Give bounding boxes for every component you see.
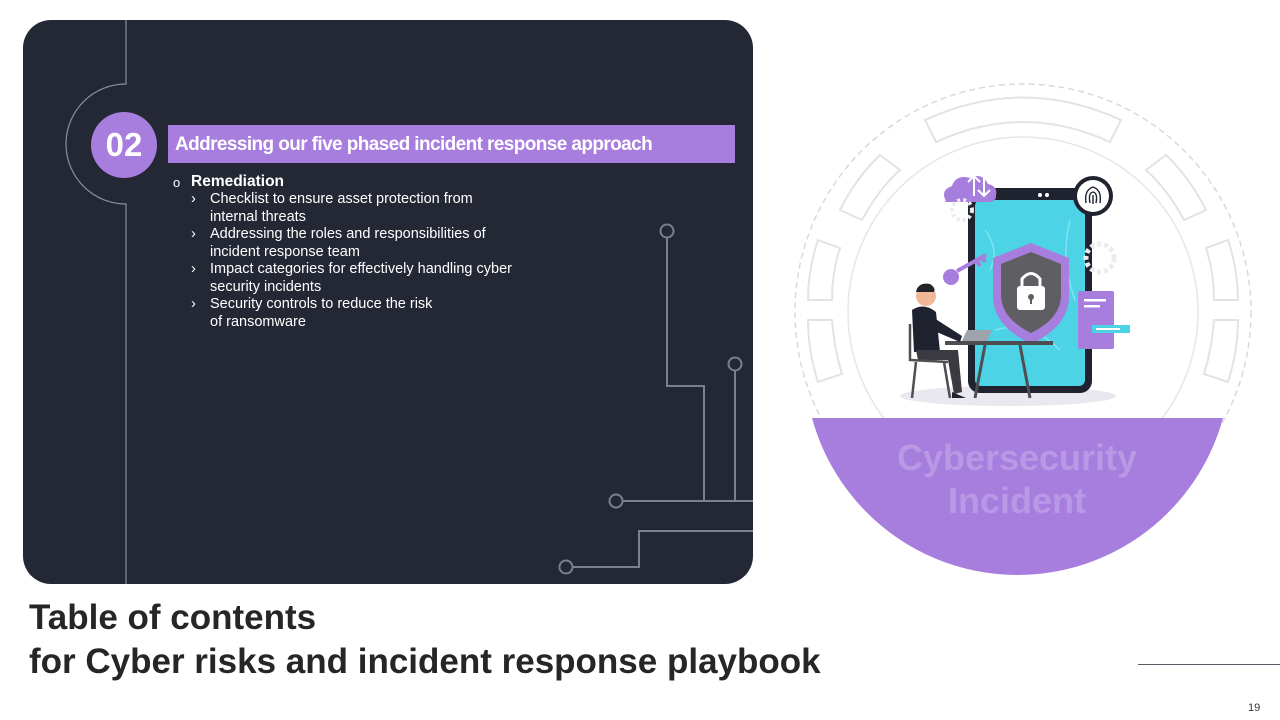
list-item: › Checklist to ensure asset protection f… — [191, 191, 520, 226]
chevron-right-icon: › — [191, 296, 196, 312]
list-item-text: Checklist to ensure asset protection fro… — [210, 191, 473, 225]
topic-heading-row: o Remediation — [173, 173, 520, 191]
page-number: 19 — [1248, 702, 1261, 714]
section-title-bar — [168, 125, 735, 163]
chevron-right-icon: › — [191, 261, 196, 277]
page-title-line-2: for Cyber risks and incident response pl… — [29, 642, 821, 681]
content-panel: Addressing our five phased incident resp… — [23, 20, 753, 584]
ring-segments-icon — [806, 96, 1240, 384]
circle-bullet-icon: o — [173, 174, 181, 190]
topic-list: › Checklist to ensure asset protection f… — [173, 191, 520, 331]
list-item-text: Addressing the roles and responsibilitie… — [210, 226, 486, 260]
circuit-decoration — [65, 20, 753, 584]
footer-divider — [1138, 664, 1280, 665]
page-title-line-1: Table of contents — [29, 598, 317, 637]
topic-heading: Remediation — [191, 173, 285, 190]
list-item: › Addressing the roles and responsibilit… — [191, 226, 520, 261]
chevron-right-icon: › — [191, 226, 196, 242]
list-item: › Security controls to reduce the risk o… — [191, 296, 520, 331]
list-item-text: Impact categories for effectively handli… — [210, 261, 512, 295]
topic-block: o Remediation › Checklist to ensure asse… — [173, 173, 520, 331]
section-number-badge: 02 — [91, 112, 157, 178]
chevron-right-icon: › — [191, 191, 196, 207]
circle-caption: Cybersecurity Incident — [896, 437, 1138, 521]
list-item: › Impact categories for effectively hand… — [191, 261, 520, 296]
section-title: Addressing our five phased incident resp… — [175, 134, 653, 155]
list-item-text: Security controls to reduce the risk of … — [210, 296, 433, 330]
